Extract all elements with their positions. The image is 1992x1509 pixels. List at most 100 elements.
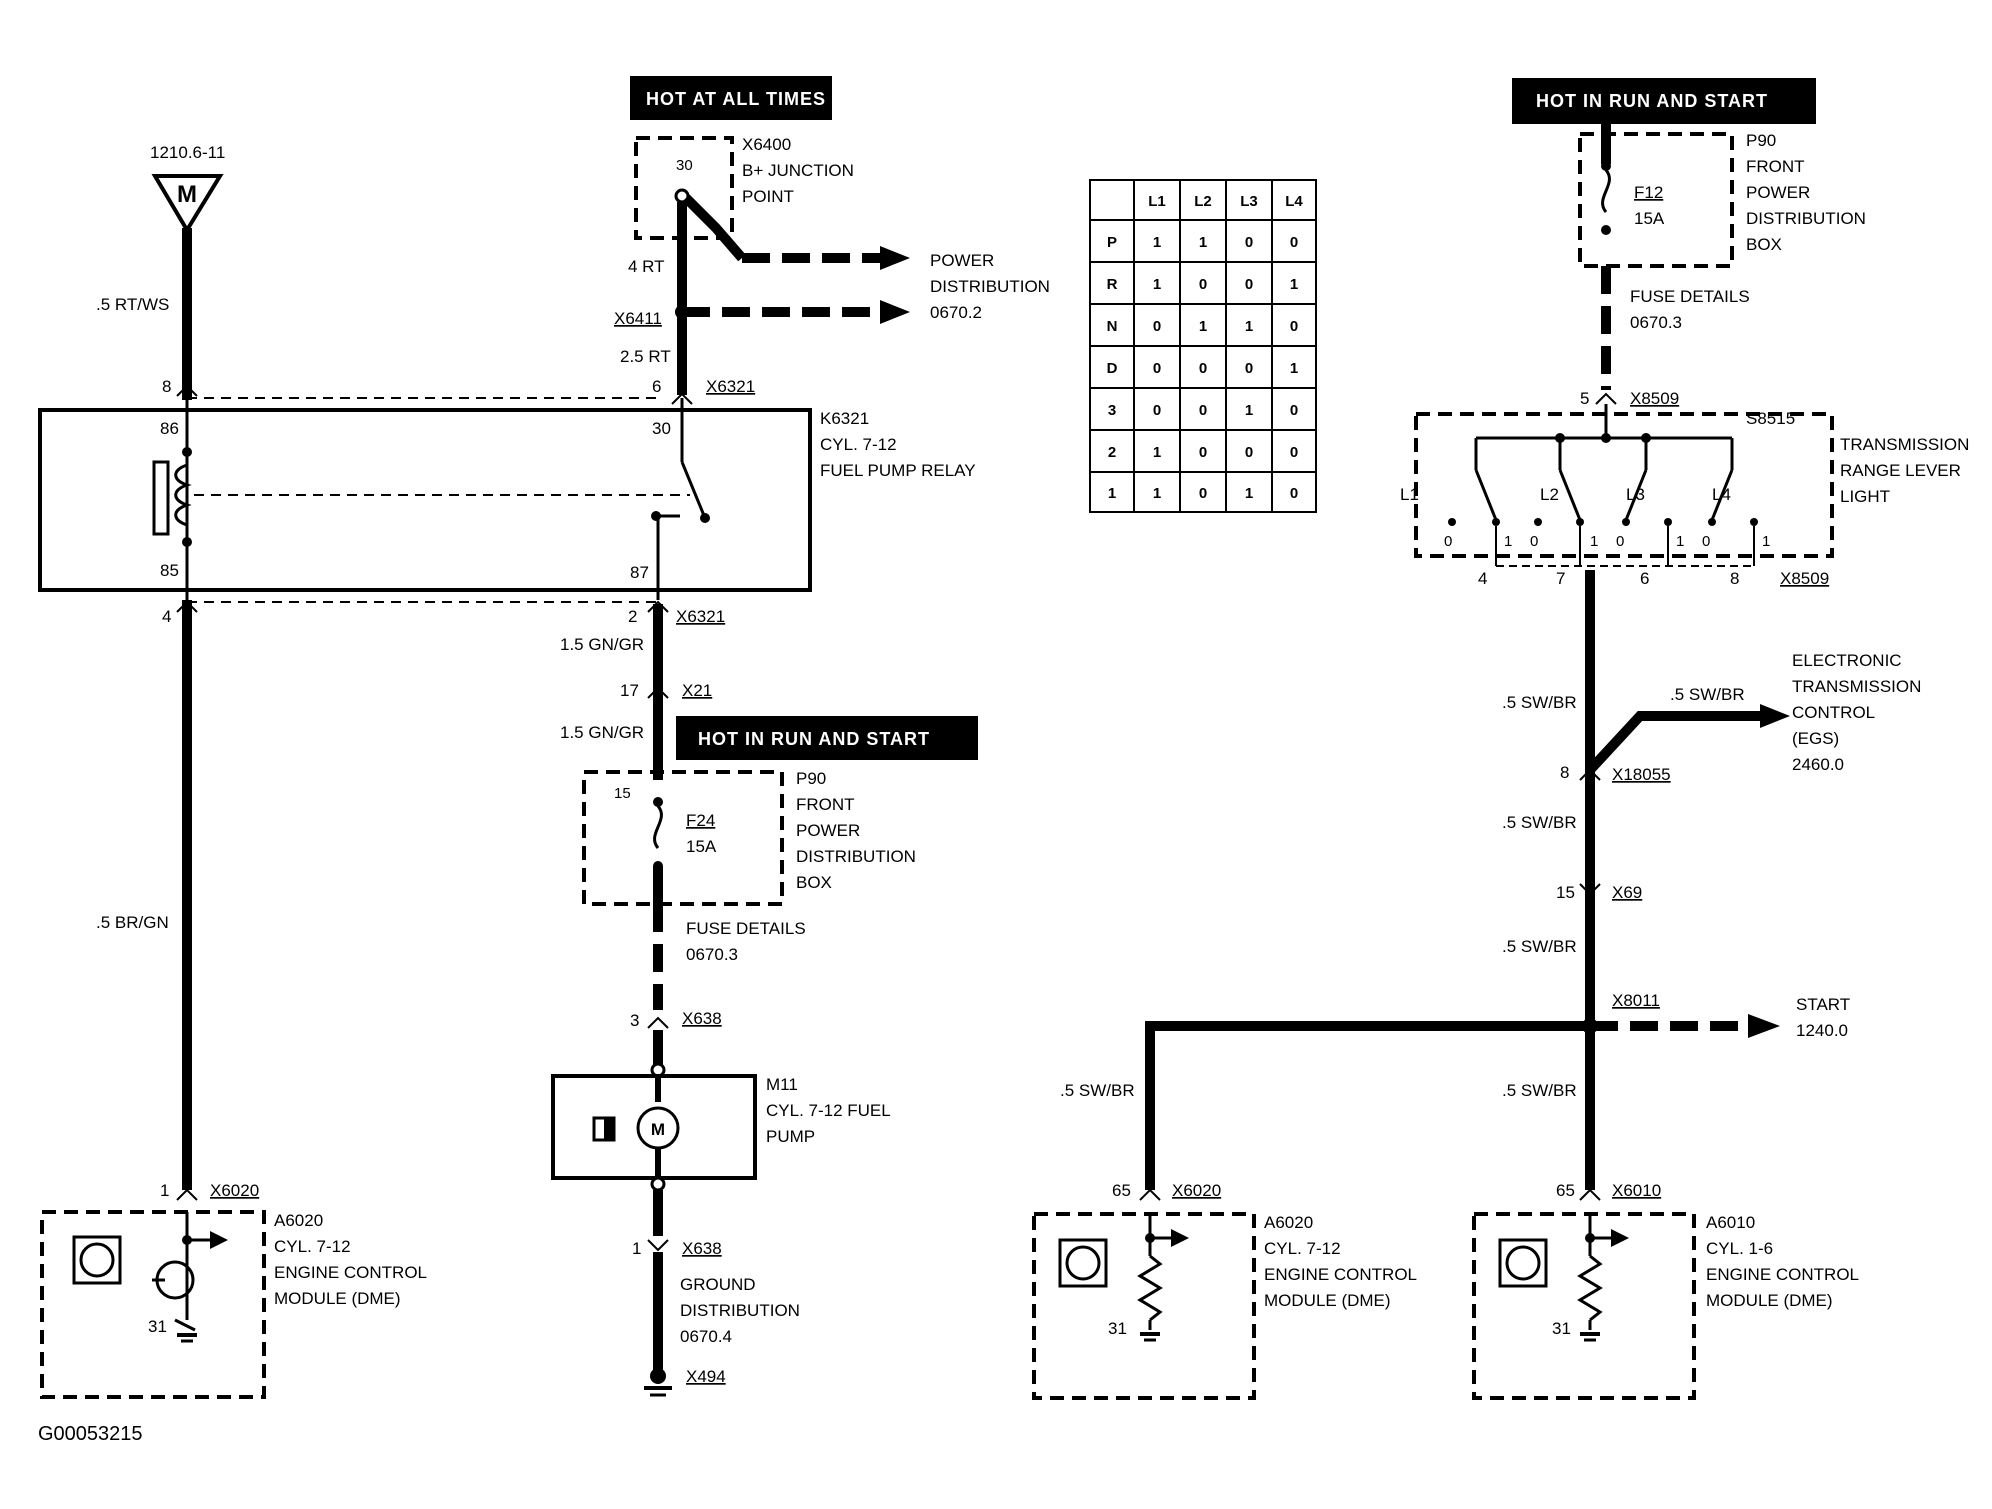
pin-8-right: 8 <box>1560 763 1569 782</box>
arrow-right-icon <box>1748 1014 1780 1038</box>
table-cell: 1 <box>1153 276 1161 293</box>
arrow-right-icon <box>1760 704 1790 728</box>
fuse-details-center-1: FUSE DETAILS <box>686 919 806 938</box>
table-cell: 0 <box>1290 234 1298 251</box>
table-cell: 0 <box>1199 444 1207 461</box>
pin-3-label: 3 <box>630 1011 639 1030</box>
egs-1: ELECTRONIC <box>1792 651 1902 670</box>
switch-l2-zero: 0 <box>1530 533 1538 550</box>
table-cell: N <box>1107 318 1118 335</box>
egs-2: TRANSMISSION <box>1792 677 1921 696</box>
fuse-box-name-3: DISTRIBUTION <box>796 847 916 866</box>
banner-hot-in-run-start-right <box>1512 78 1816 124</box>
wire-to-egs <box>1586 711 1760 774</box>
wire-br-gn-label: .5 BR/GN <box>96 913 169 932</box>
fuel-pump-relay: 86 85 30 87 K6321 CYL. 7-12 FUEL PUMP RE… <box>38 397 976 603</box>
junction-pin-30: 30 <box>676 157 693 174</box>
power-distribution-1: POWER <box>930 251 994 270</box>
fuse-box-code-center: P90 <box>796 769 826 788</box>
splice-x18055: X18055 <box>1612 765 1671 784</box>
relay-pin-87: 87 <box>630 563 649 582</box>
relay-box <box>38 408 812 592</box>
ecm-a-name-3: MODULE (DME) <box>1264 1291 1391 1310</box>
switch-name-3: LIGHT <box>1840 487 1890 506</box>
banner-hot-in-run-start-center-text: HOT IN RUN AND START <box>698 729 930 749</box>
ecm-name-2: ENGINE CONTROL <box>274 1263 427 1282</box>
ground-distribution-2: DISTRIBUTION <box>680 1301 800 1320</box>
out-pin-8: 8 <box>1730 569 1739 588</box>
left-circuit: 1210.6-11 M .5 RT/WS 8 .5 BR/GN 4 1 X602… <box>40 143 427 1399</box>
wire-gn-gr-label-1: 1.5 GN/GR <box>560 635 644 654</box>
relay-top-pin-6: 6 <box>652 377 661 396</box>
table-cell: 0 <box>1199 402 1207 419</box>
start-2: 1240.0 <box>1796 1021 1848 1040</box>
switch-l4-zero: 0 <box>1702 533 1710 550</box>
pin-1-center: 1 <box>632 1239 641 1258</box>
pin-5-label: 5 <box>1580 389 1589 408</box>
ground-connector-x494: X494 <box>686 1367 726 1386</box>
egs-3: CONTROL <box>1792 703 1875 722</box>
switch-l3-one: 1 <box>1676 533 1684 550</box>
wire-sw-br-4: .5 SW/BR <box>1502 1081 1577 1100</box>
switch-label-l2: L2 <box>1540 485 1559 504</box>
resistor-icon <box>1137 1254 1163 1322</box>
junction-code: X6400 <box>742 135 791 154</box>
wire-sw-br-2: .5 SW/BR <box>1502 813 1577 832</box>
fuse-box-code-right: P90 <box>1746 131 1776 150</box>
fuse-box-right-2: POWER <box>1746 183 1810 202</box>
relay-pin-30: 30 <box>652 419 671 438</box>
junction-name-1: B+ JUNCTION <box>742 161 854 180</box>
connector-x6020-label: X6020 <box>210 1181 259 1200</box>
pin-15-label: 15 <box>1556 883 1575 902</box>
arrow-right-icon <box>880 300 910 324</box>
ecm-a-name-1: CYL. 7-12 <box>1264 1239 1341 1258</box>
fuse-details-center-2: 0670.3 <box>686 945 738 964</box>
relay-pin-85: 85 <box>160 561 179 580</box>
connector-chevron-icon <box>176 384 198 397</box>
switch-l2-contact-icon <box>1558 469 1582 521</box>
pin-4-label: 4 <box>162 607 171 626</box>
pin-31-label: 31 <box>148 1317 167 1336</box>
connector-x6020-right: X6020 <box>1172 1181 1221 1200</box>
power-distribution-3: 0670.2 <box>930 303 982 322</box>
table-cell: 1 <box>1153 485 1161 502</box>
switch-code: S8515 <box>1746 409 1795 428</box>
connector-chevron-icon <box>176 1188 198 1201</box>
table-cell: 1 <box>1153 234 1161 251</box>
ecm-name-3: MODULE (DME) <box>274 1289 401 1308</box>
pump-name-2: PUMP <box>766 1127 815 1146</box>
fuse-rating-f24: 15A <box>686 837 717 856</box>
connector-chevron-icon <box>647 1016 669 1029</box>
table-cell: 0 <box>1199 360 1207 377</box>
table-cell: 0 <box>1290 444 1298 461</box>
table-header-l1: L1 <box>1148 193 1166 210</box>
fuse-details-right-1: FUSE DETAILS <box>1630 287 1750 306</box>
egs-wire-label: .5 SW/BR <box>1670 685 1745 704</box>
ecm-a-code: A6020 <box>1264 1213 1313 1232</box>
out-pin-6: 6 <box>1640 569 1649 588</box>
table-cell: 3 <box>1108 402 1116 419</box>
table-cell: 0 <box>1245 360 1253 377</box>
fuse-name-f12: F12 <box>1634 183 1663 202</box>
connector-x8509-bottom: X8509 <box>1780 569 1829 588</box>
relay-switch-contact-icon <box>680 461 707 519</box>
table-cell: 1 <box>1245 318 1253 335</box>
connector-chevron-icon <box>1579 768 1601 781</box>
relay-coil-icon <box>174 463 192 527</box>
table-cell: 1 <box>1290 276 1298 293</box>
table-cell: 1 <box>1245 402 1253 419</box>
fuse-f12-icon <box>1601 169 1611 213</box>
relay-code: K6321 <box>820 409 869 428</box>
splice-x8011: X8011 <box>1612 991 1660 1010</box>
fuse-box-right-3: DISTRIBUTION <box>1746 209 1866 228</box>
banner-hot-in-run-start-center <box>676 716 978 760</box>
ecm-a6010-box <box>1472 1212 1696 1400</box>
ecm-a6020-right-box <box>1032 1212 1256 1400</box>
connector-x8509-top: X8509 <box>1630 389 1679 408</box>
connector-x638-b: X638 <box>682 1239 722 1258</box>
pump-name-1: CYL. 7-12 FUEL <box>766 1101 891 1120</box>
pin-1-label: 1 <box>160 1181 169 1200</box>
center-circuit: HOT AT ALL TIMES 30 X6400 B+ JUNCTION PO… <box>551 76 1050 1397</box>
table-header-l4: L4 <box>1285 193 1303 210</box>
